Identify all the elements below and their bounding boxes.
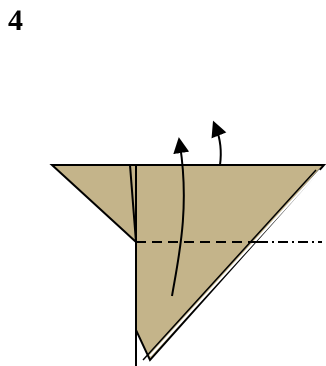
inner-crease-short xyxy=(129,164,137,243)
left-flap xyxy=(49,164,137,245)
edge-highlight xyxy=(149,169,321,357)
fold-arrow-short xyxy=(211,120,227,166)
main-body xyxy=(135,164,326,362)
step-number: 4 xyxy=(8,4,23,37)
fold-arrow-long xyxy=(171,137,190,297)
edge-outline xyxy=(142,169,317,361)
